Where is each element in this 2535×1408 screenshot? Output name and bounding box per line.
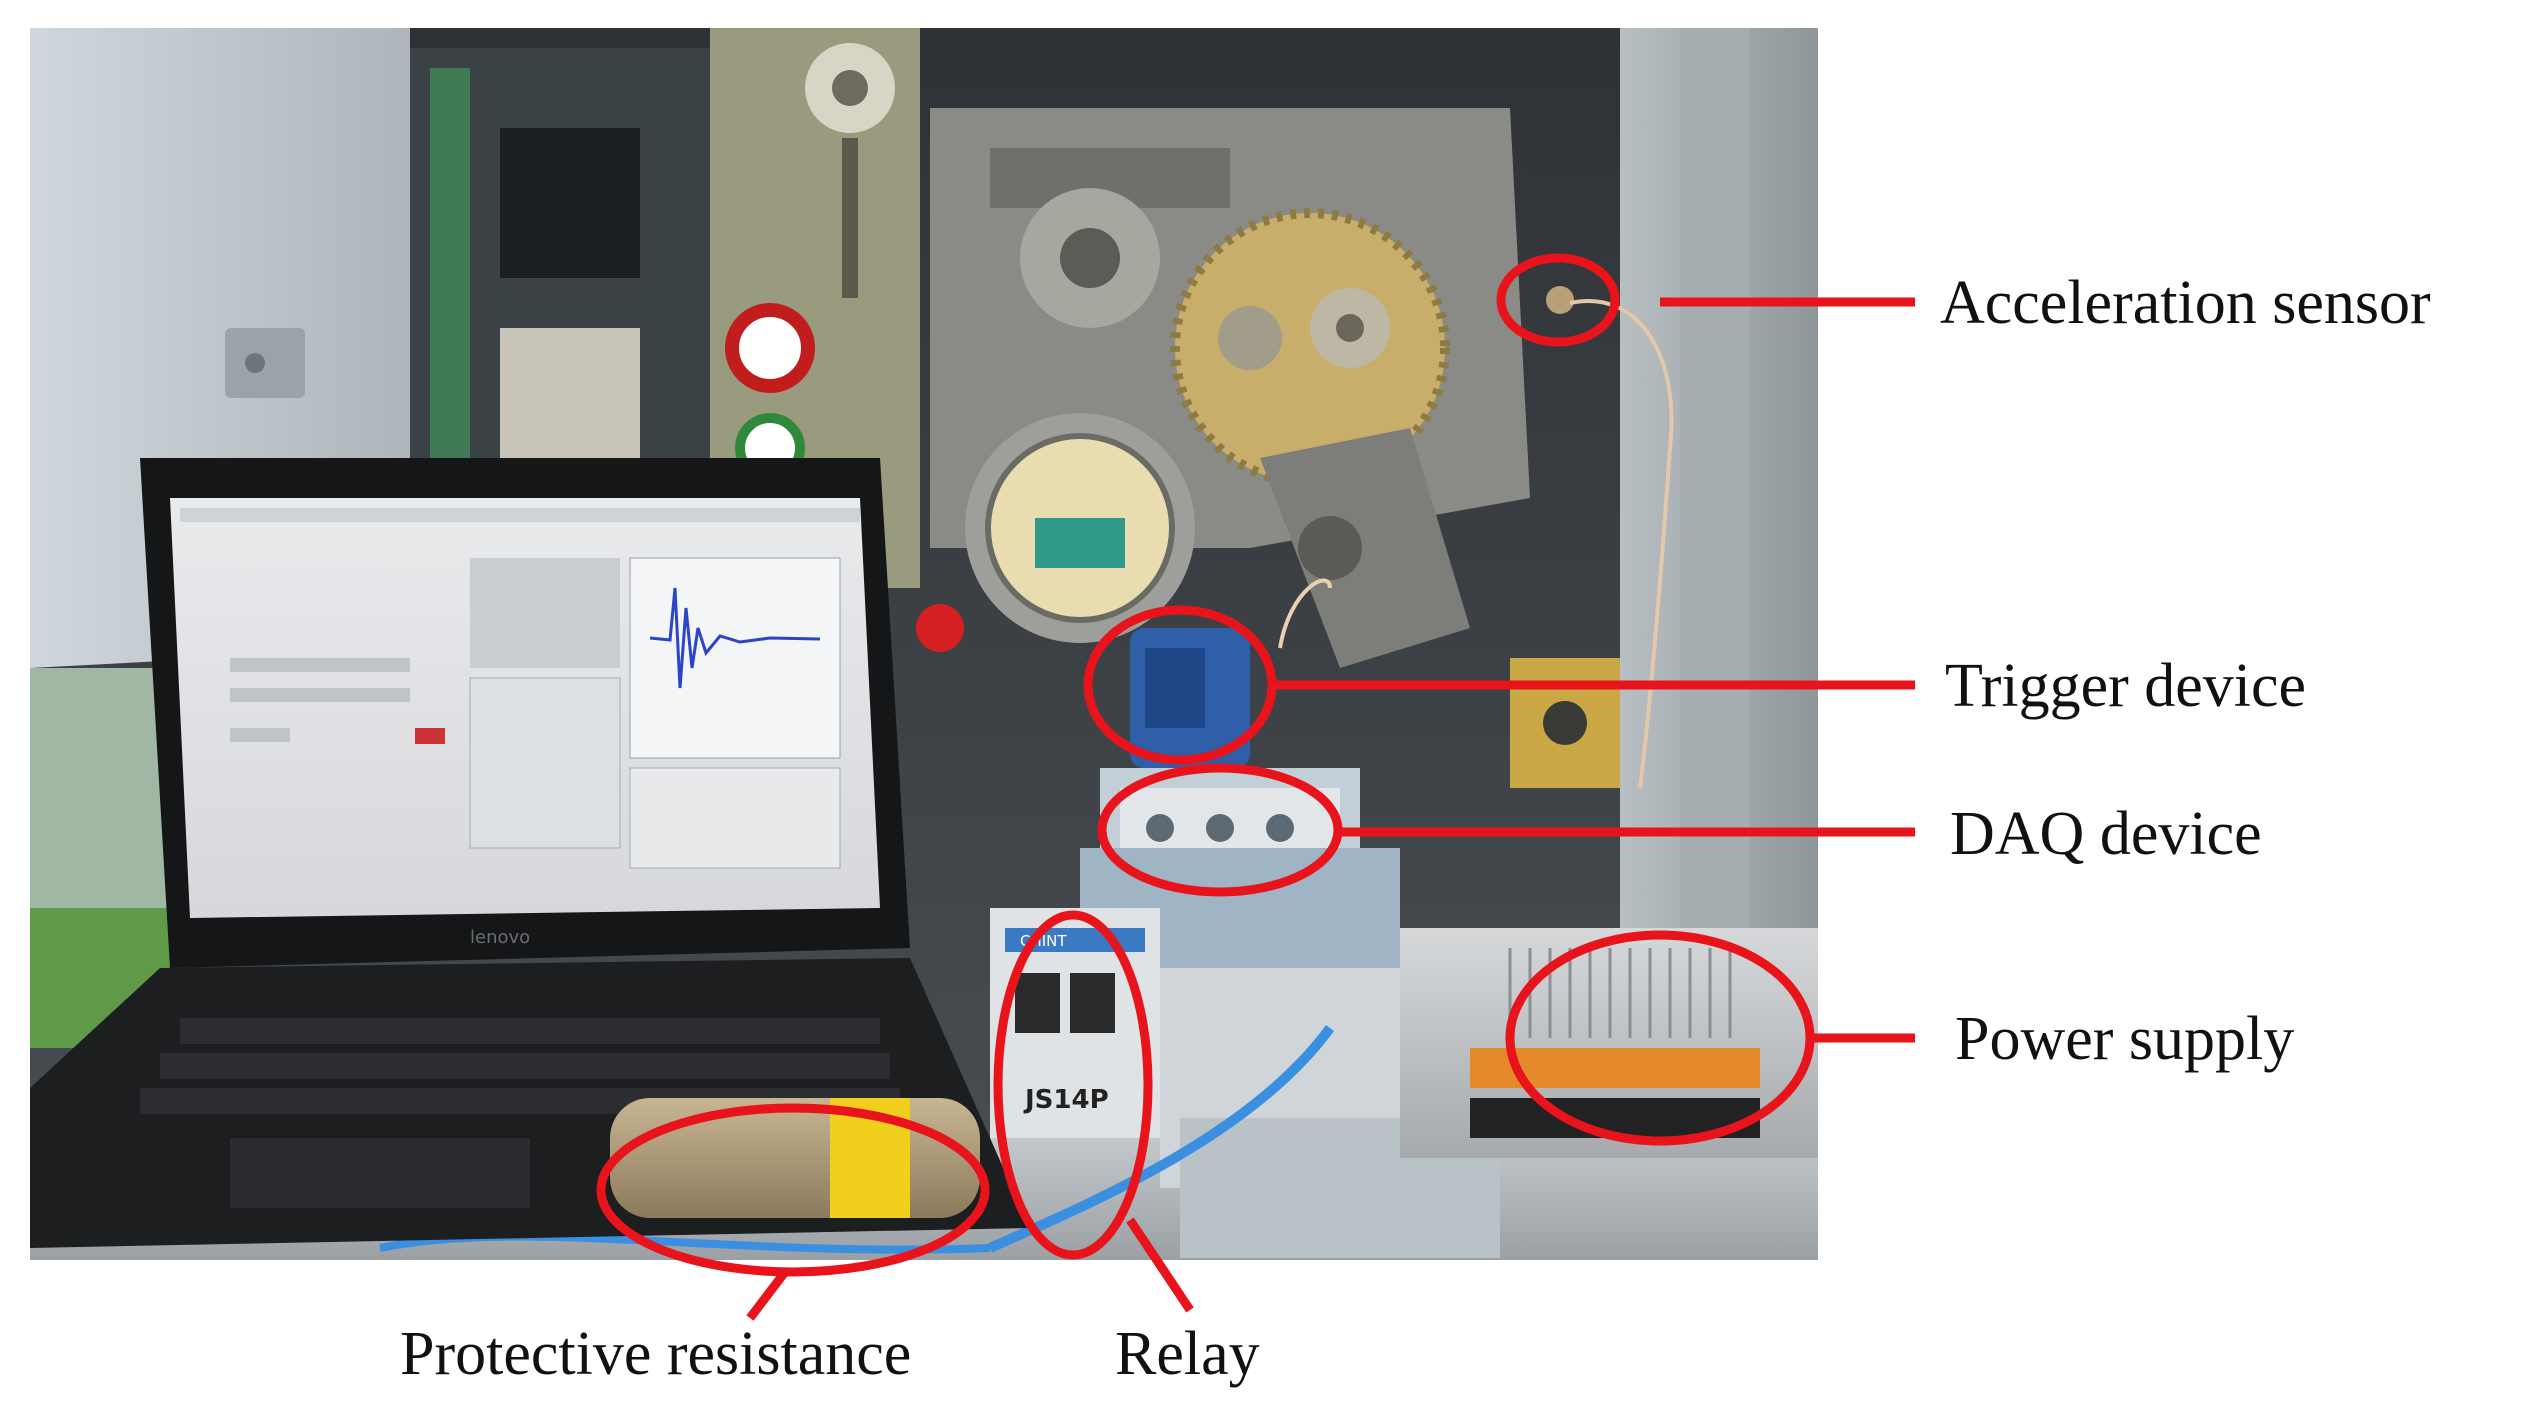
- power-supply-label: Power supply: [1955, 1005, 2295, 1073]
- relay-model-text: JS14P: [1023, 1085, 1109, 1115]
- protective-resistance-leader: [746, 1269, 789, 1321]
- protective-resistance-ellipse: [596, 1103, 990, 1277]
- trigger-device-ellipse: [1083, 605, 1277, 765]
- protective-resistance-label: Protective resistance: [400, 1320, 912, 1388]
- test-setup-photo: CHINT JS14P: [30, 28, 1818, 1260]
- relay-leader: [1126, 1217, 1194, 1313]
- power-supply-ellipse: [1505, 930, 1815, 1146]
- laptop-brand-text: lenovo: [470, 927, 530, 948]
- relay-ellipse: [993, 910, 1153, 1260]
- acceleration-sensor-label: Acceleration sensor: [1940, 269, 2431, 337]
- acceleration-sensor-ellipse: [1496, 253, 1620, 347]
- daq-device-ellipse: [1097, 763, 1343, 897]
- relay-label: Relay: [1115, 1320, 1260, 1388]
- daq-device-label: DAQ device: [1950, 800, 2262, 868]
- photo-illustration: CHINT JS14P: [30, 28, 1818, 1260]
- trigger-device-label: Trigger device: [1945, 652, 2307, 720]
